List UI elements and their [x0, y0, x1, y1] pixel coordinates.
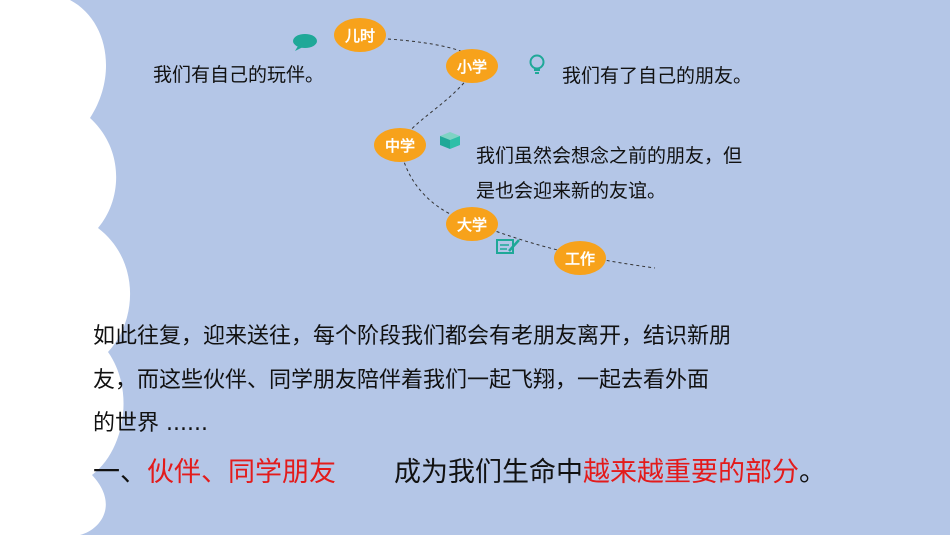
paragraph-line2: 友，而这些伙伴、同学朋友陪伴着我们一起飞翔，一起去看外面: [93, 368, 710, 393]
note-middle-line1: 我们虽然会想念之前的朋友，但: [476, 145, 743, 167]
note-primary: 我们有了自己的朋友。: [562, 65, 753, 87]
conclusion-end: 。: [799, 457, 826, 488]
lightbulb-icon: [529, 54, 545, 74]
note-childhood: 我们有自己的玩伴。: [153, 64, 325, 86]
conclusion-highlight-important: 越来越重要的部分: [583, 457, 799, 488]
conclusion-prefix: 一、: [93, 457, 147, 488]
speech-bubble-icon: [293, 34, 317, 51]
note-middle-line2: 是也会迎来新的友谊。: [476, 180, 667, 202]
cloud-shape: [0, 0, 131, 535]
paragraph-line1: 如此往复，迎来送往，每个阶段我们都会有老朋友离开，结识新朋: [93, 324, 732, 349]
conclusion-heading: 一、伙伴、同学朋友 成为我们生命中越来越重要的部分。: [93, 450, 826, 489]
stage-college: 大学: [446, 207, 498, 241]
conclusion-middle: 成为我们生命中: [394, 457, 583, 488]
stage-middle: 中学: [374, 128, 426, 162]
stage-childhood: 儿时: [334, 18, 386, 52]
stage-primary: 小学: [446, 49, 498, 83]
notepad-pen-icon: [496, 239, 520, 254]
cube-icon: [440, 132, 460, 149]
stage-work: 工作: [554, 241, 606, 275]
conclusion-highlight-friends: 伙伴、同学朋友: [147, 457, 336, 488]
paragraph-line3: 的世界 ......: [93, 411, 208, 436]
